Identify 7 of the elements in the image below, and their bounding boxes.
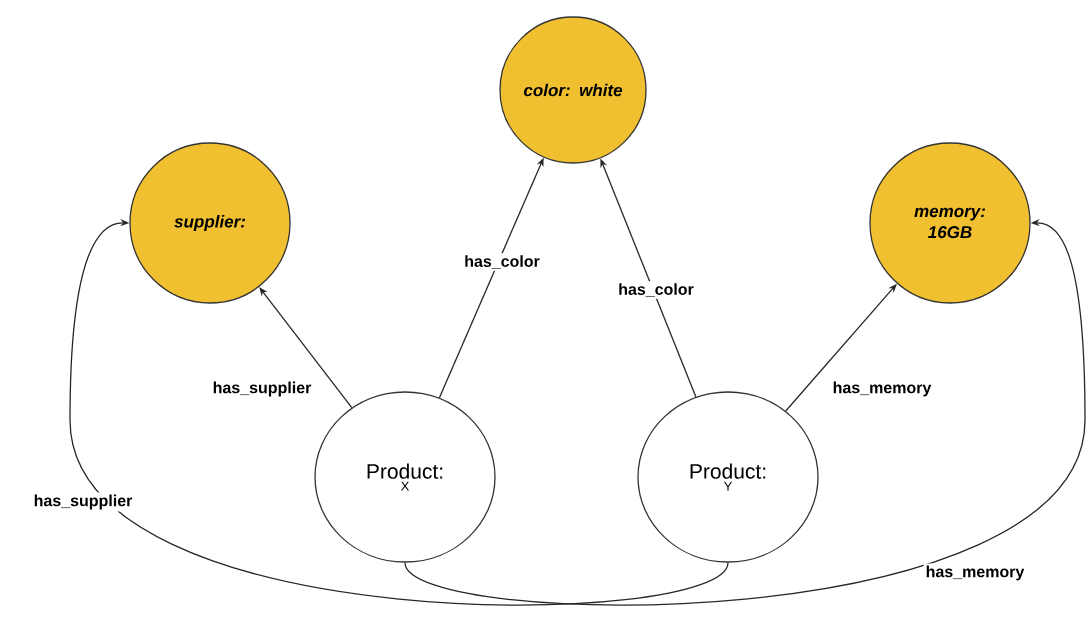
arrow [69, 219, 729, 606]
edge-label: has_color [616, 281, 696, 299]
edge-label: has_supplier [210, 379, 314, 399]
edge-label: has_memory [923, 563, 1027, 583]
edge-label: has_memory [830, 379, 934, 399]
edge-label: has_color [462, 253, 542, 271]
edge-label: has_supplier [31, 492, 135, 512]
